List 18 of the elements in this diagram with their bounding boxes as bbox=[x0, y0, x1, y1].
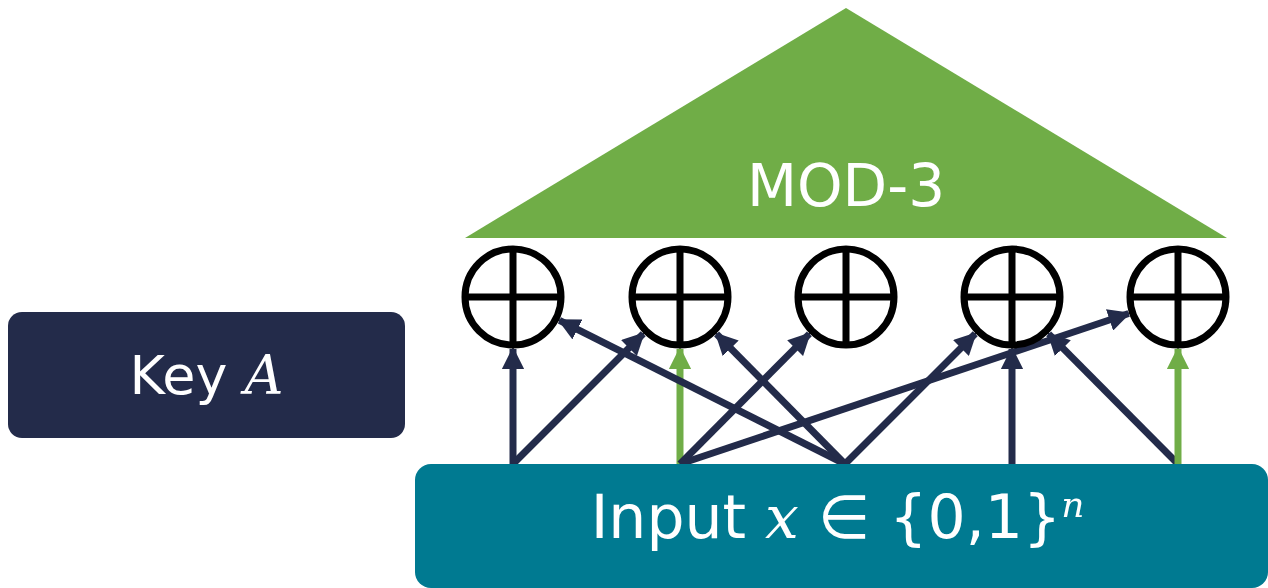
arrow bbox=[501, 346, 525, 464]
arrow bbox=[677, 331, 812, 467]
arrow bbox=[714, 331, 848, 467]
xor-gate bbox=[628, 245, 732, 349]
node-label: Key A bbox=[129, 343, 284, 407]
arrow bbox=[842, 331, 978, 467]
mod-triangle bbox=[465, 8, 1227, 238]
input-box bbox=[415, 464, 1268, 588]
key-box bbox=[8, 312, 405, 438]
arrow bbox=[668, 346, 692, 464]
xor-gate bbox=[960, 245, 1064, 349]
xor-gate bbox=[794, 245, 898, 349]
xor-gate bbox=[461, 245, 565, 349]
arrow bbox=[1000, 346, 1024, 464]
arrow bbox=[1166, 346, 1190, 464]
node-label: MOD-3 bbox=[746, 152, 946, 220]
xor-gate bbox=[1126, 245, 1230, 349]
node-label: Input x ∈ {0,1}$^{n}$ bbox=[590, 482, 1085, 552]
